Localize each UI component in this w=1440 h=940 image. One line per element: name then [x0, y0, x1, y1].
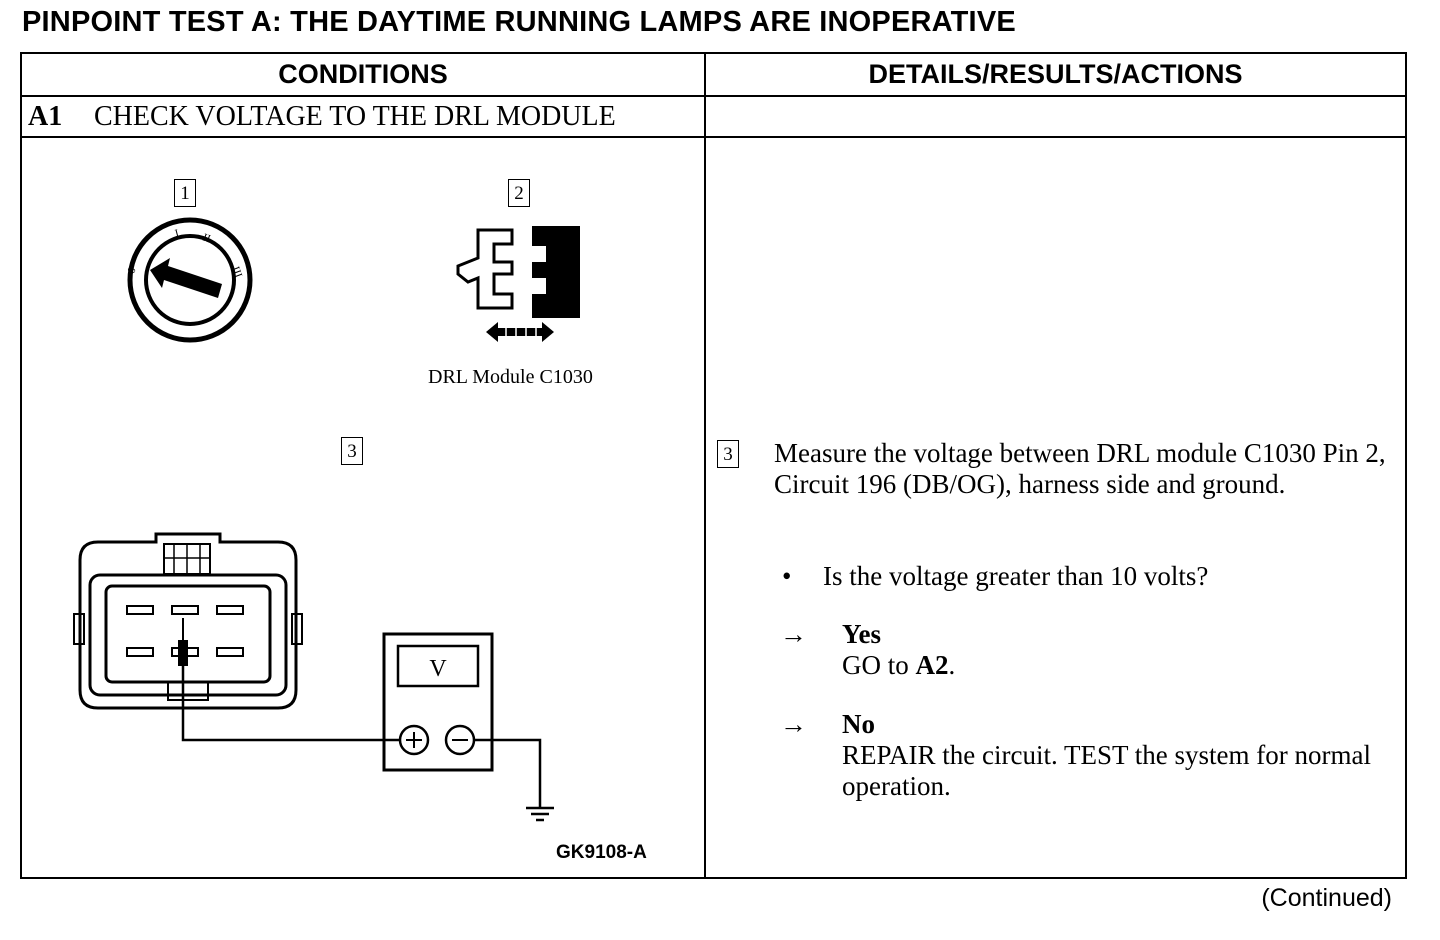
detail-question: Is the voltage greater than 10 volts?: [823, 561, 1209, 591]
module-caption: DRL Module C1030: [428, 366, 593, 388]
figure-code: GK9108-A: [556, 842, 647, 863]
page-title: PINPOINT TEST A: THE DAYTIME RUNNING LAM…: [22, 6, 1016, 38]
ignition-mark-2: II: [201, 232, 212, 246]
no-arrow-icon: →: [780, 709, 807, 739]
step-heading: CHECK VOLTAGE TO THE DRL MODULE: [94, 101, 616, 132]
continued-note: (Continued): [1261, 884, 1392, 912]
conditions-header: CONDITIONS: [278, 59, 448, 89]
ignition-mark-3: III: [229, 265, 244, 280]
yes-action-target: A2: [915, 650, 949, 680]
no-action: REPAIR the circuit. TEST the system for …: [842, 740, 1371, 801]
callout-3: 3: [341, 437, 363, 465]
step-divider: [22, 136, 1405, 138]
step-id: A1: [28, 101, 63, 132]
pinpoint-table: CONDITIONS DETAILS/RESULTS/ACTIONS A1 CHE…: [20, 52, 1407, 879]
callout-2: 2: [508, 179, 530, 207]
connector-disconnect-icon: [456, 226, 580, 342]
yes-arrow-icon: →: [780, 619, 807, 649]
ignition-mark-1: I: [174, 227, 181, 240]
detail-instruction: Measure the voltage between DRL module C…: [774, 438, 1386, 499]
details-header: DETAILS/RESULTS/ACTIONS: [868, 59, 1243, 89]
yes-action: GO to A2.: [842, 650, 955, 681]
detail-step-number: 3: [717, 440, 739, 468]
yes-label: Yes: [842, 619, 881, 649]
column-divider: [704, 54, 706, 877]
ignition-mark-0: 0: [126, 265, 139, 275]
yes-action-suffix: .: [948, 650, 956, 680]
callout-1: 1: [174, 179, 196, 207]
header-divider: [22, 95, 1405, 97]
no-label: No: [842, 709, 875, 739]
yes-action-prefix: GO to: [842, 650, 916, 680]
voltage-test-diagram: V: [73, 532, 554, 822]
meter-display-unit: V: [429, 656, 447, 682]
bullet: •: [782, 561, 792, 591]
ignition-switch-icon: 0 I II III: [126, 217, 253, 343]
step-heading-row: A1 CHECK VOLTAGE TO THE DRL MODULE: [28, 98, 616, 136]
